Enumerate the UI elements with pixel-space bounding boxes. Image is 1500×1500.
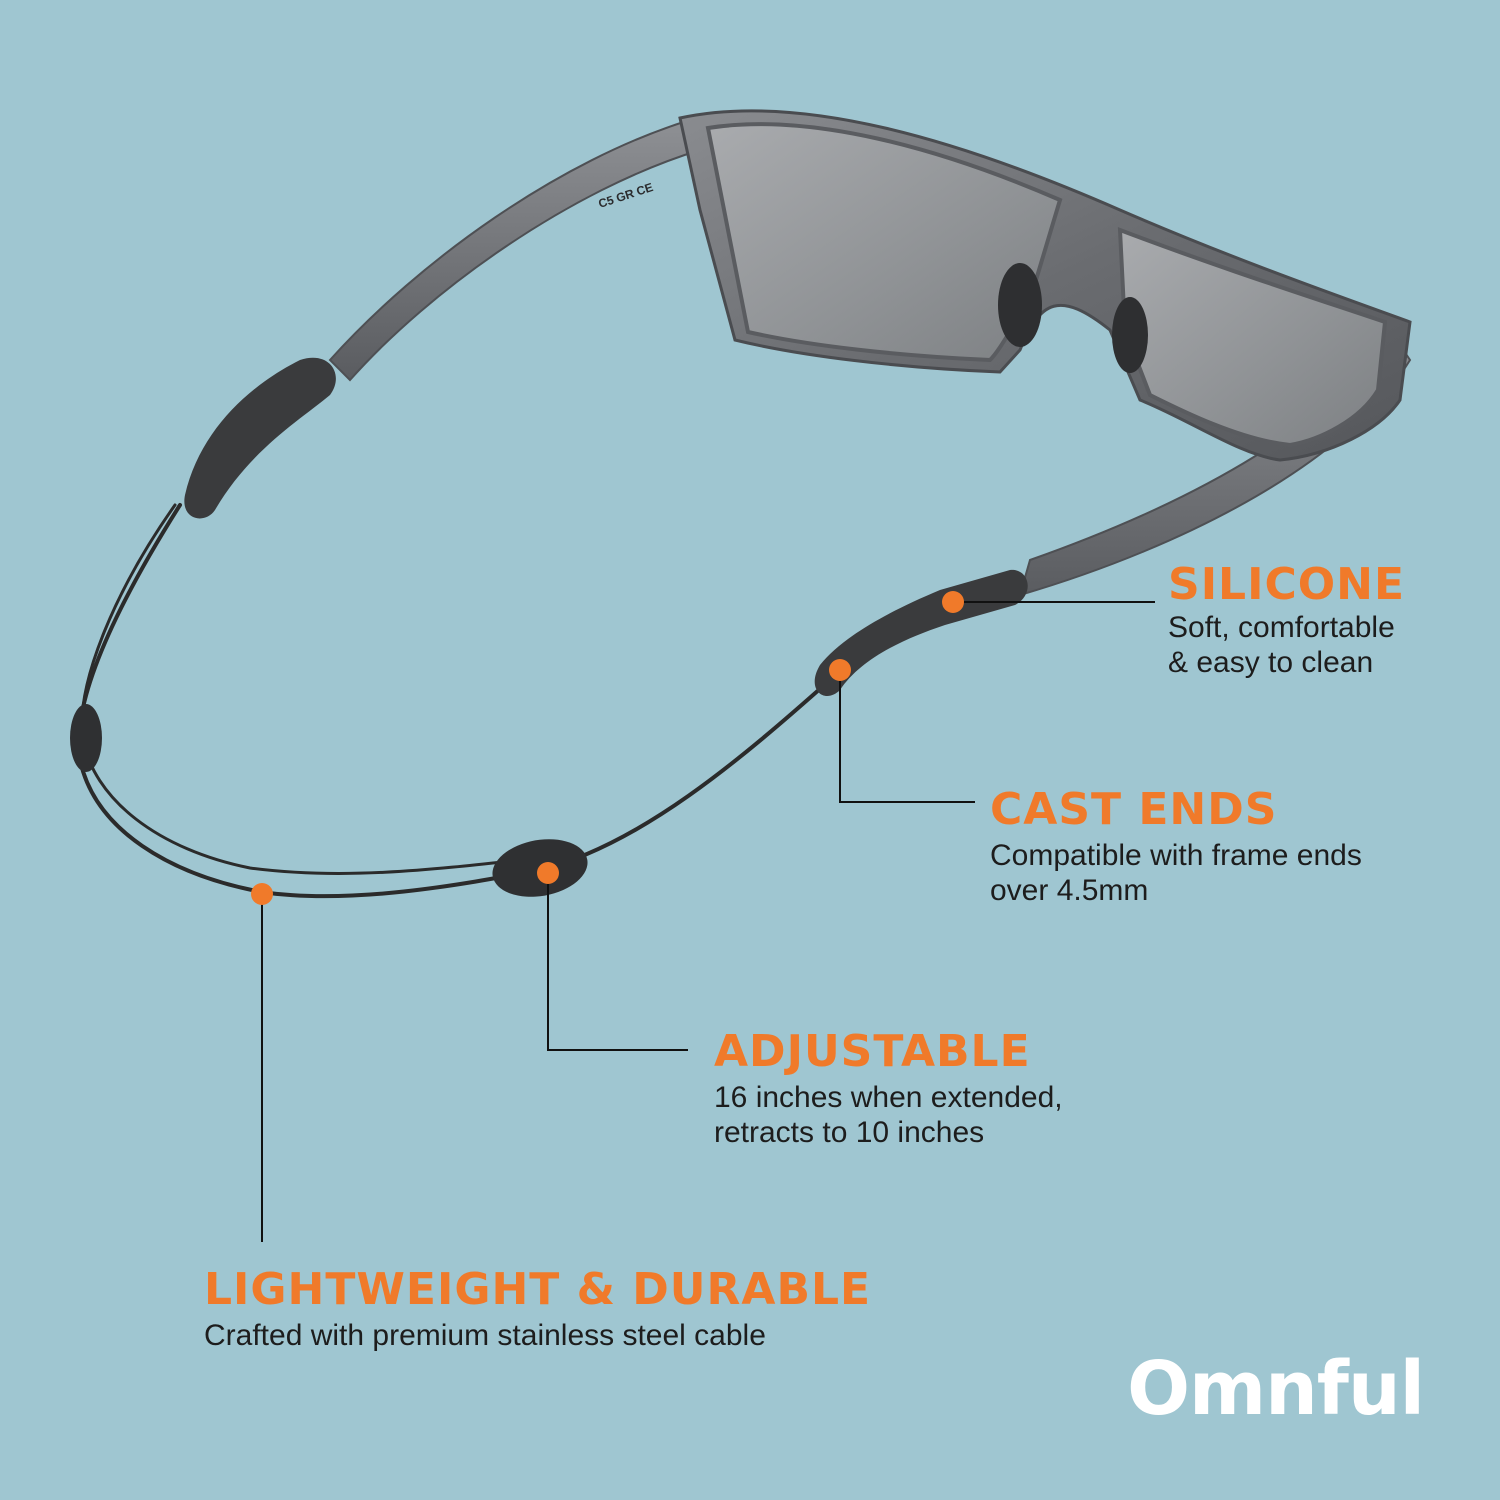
silicone-desc-line: Soft, comfortable: [1168, 611, 1395, 644]
cast-ends-description: Compatible with frame ends over 4.5mm: [990, 838, 1362, 908]
adjustable-description: 16 inches when extended, retracts to 10 …: [714, 1080, 1063, 1150]
silicone-description: Soft, comfortable & easy to clean: [1168, 610, 1395, 680]
adjustable-title: ADJUSTABLE: [714, 1026, 1031, 1077]
sunglasses: C5 GR CE: [328, 109, 1412, 597]
lightweight-description: Crafted with premium stainless steel cab…: [204, 1318, 766, 1353]
adjuster-bead: [70, 704, 102, 772]
cast-ends-desc-line: Compatible with frame ends: [990, 839, 1362, 872]
cast-ends-desc-line: over 4.5mm: [990, 874, 1149, 907]
callout-dot-lightweight: [251, 883, 273, 905]
lightweight-title: LIGHTWEIGHT & DURABLE: [204, 1264, 872, 1315]
silicone-title: SILICONE: [1168, 559, 1406, 610]
silicone-tube-left: [184, 357, 336, 519]
retainer-cable: [76, 503, 832, 899]
callout-dot-cast-ends: [829, 659, 851, 681]
cast-ends-title: CAST ENDS: [990, 784, 1278, 835]
nose-pad: [1112, 297, 1148, 373]
callout-lines: [261, 601, 1155, 1242]
left-temple-arm: [328, 118, 702, 382]
right-lens: [1117, 227, 1388, 448]
callout-dot-silicone: [942, 591, 964, 613]
adjustable-desc-line: 16 inches when extended,: [714, 1081, 1063, 1114]
cable-strand: [80, 503, 522, 875]
cable-strand: [76, 503, 832, 899]
callout-dot-adjustable: [537, 862, 559, 884]
callout-line-adjustable: [547, 875, 688, 1051]
nose-pad: [998, 263, 1042, 347]
adjustable-desc-line: retracts to 10 inches: [714, 1116, 985, 1149]
callout-line-cast-ends: [839, 672, 975, 803]
brand-logo: Omnful: [1127, 1346, 1425, 1432]
lightweight-desc-line: Crafted with premium stainless steel cab…: [204, 1319, 766, 1352]
silicone-desc-line: & easy to clean: [1168, 646, 1374, 679]
